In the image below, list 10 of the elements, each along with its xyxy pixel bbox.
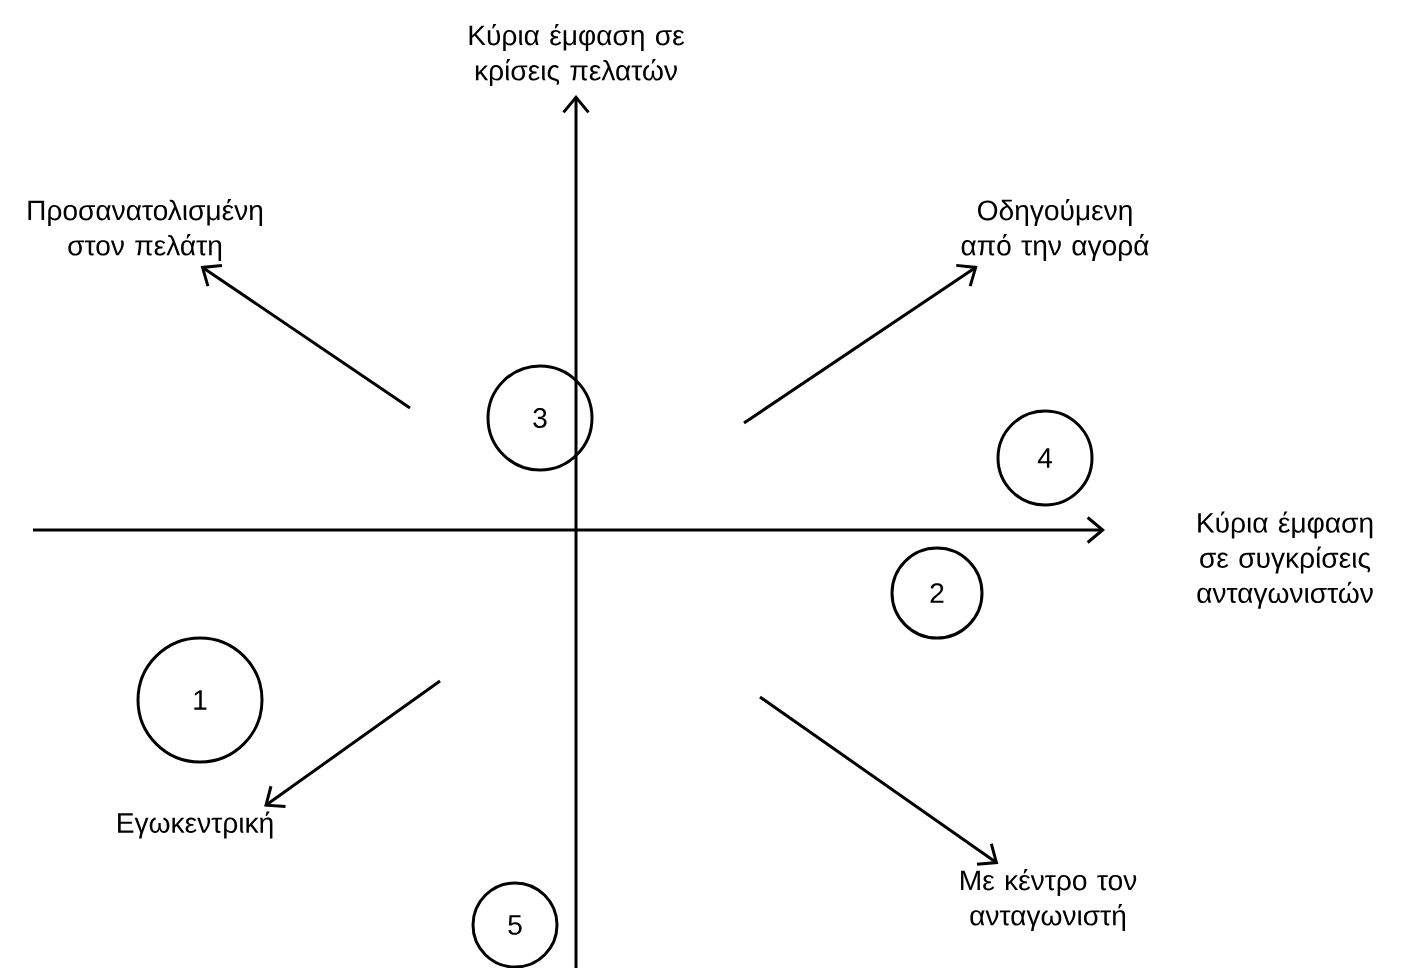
quadrant-label: Εγωκεντρική: [118, 811, 273, 839]
arrow: [743, 263, 978, 425]
quadrant-label: Οδηγούμενη από την αγορά: [961, 198, 1149, 262]
axis-label: Κύρια έμφαση σε συγκρίσεις ανταγωνιστών: [1197, 511, 1373, 609]
arrow: [759, 695, 999, 866]
axis-label: Κύρια έμφαση σε κρίσεις πελατών: [469, 23, 685, 87]
quadrant-label: Με κέντρο τον ανταγωνιστή: [961, 868, 1137, 932]
arrow: [264, 679, 441, 809]
arrow: [200, 263, 411, 410]
quadrant-label: Προσανατολισμένη στον πελάτη: [28, 198, 263, 262]
